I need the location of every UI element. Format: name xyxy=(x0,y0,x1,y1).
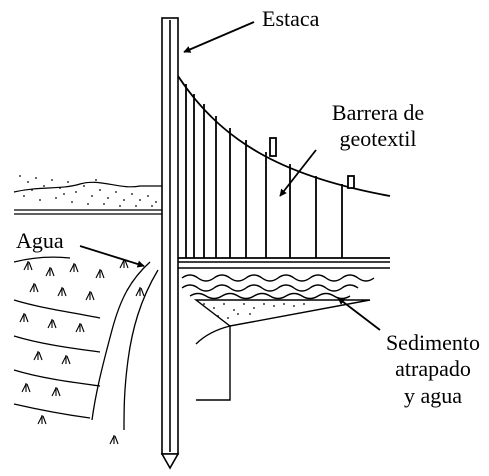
pointer-arrows xyxy=(79,21,381,331)
barrier-label-line-1: Barrera de xyxy=(331,100,425,125)
sediment-label-line-2: atrapado xyxy=(395,356,471,382)
sediment-label-line-3: y agua xyxy=(403,382,463,408)
stake-arrow xyxy=(183,21,255,53)
grassy-slope xyxy=(13,256,159,445)
background-bank xyxy=(13,175,168,215)
barrier-arrow xyxy=(279,149,317,197)
sediment-label-line-1: Sedimento xyxy=(385,330,481,355)
water-surface xyxy=(178,261,390,300)
barrier-label-line-2: geotextil xyxy=(339,126,417,152)
sediment-label: Sedimento atrapado y agua xyxy=(378,330,488,409)
water-arrow xyxy=(79,245,145,268)
sediment-arrow xyxy=(337,297,381,331)
wooden-stake xyxy=(160,17,180,470)
barrier-label: Barrera de geotextil xyxy=(318,100,438,153)
stake-label: Estaca xyxy=(262,6,320,31)
trapped-sediment xyxy=(193,299,371,401)
water-label: Agua xyxy=(16,228,64,253)
geotextile-barrier xyxy=(177,75,391,259)
